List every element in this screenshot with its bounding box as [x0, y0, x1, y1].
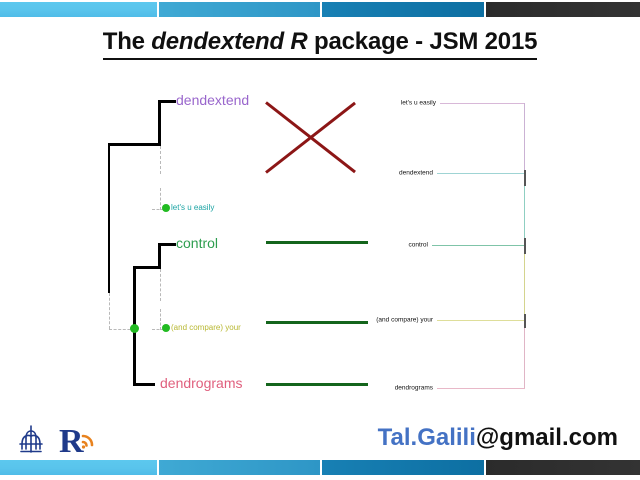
r-logo-with-rss-arc-icon: R — [59, 423, 94, 460]
email-user: Tal.Galili — [377, 424, 476, 451]
left-leaf-label-and-compare-your: (and compare) your — [171, 323, 241, 332]
left-branch-merge-upper — [108, 143, 161, 146]
left-dashed-stub-compare — [152, 329, 164, 330]
right-leaf-label-dendrograms: dendrograms — [394, 384, 433, 392]
left-branch-leaf-control — [158, 243, 176, 246]
top-bar-segment-dark-blue — [322, 2, 486, 17]
connector-straight-compare — [266, 321, 368, 324]
bottom-bar-segment-dark-blue — [322, 460, 486, 475]
left-dashed-drop-control — [160, 269, 161, 301]
left-node-dot-compare — [162, 324, 170, 332]
bottom-accent-bar — [0, 460, 640, 475]
footer-logo-group: R — [8, 418, 118, 460]
left-branch-vertical-upper — [158, 100, 161, 146]
right-branch-leaf-dendextend — [437, 173, 525, 174]
left-leaf-label-lets-u-easily: let's u easily — [171, 203, 215, 212]
right-leaf-label-lets-u-easily: let's u easily — [400, 99, 436, 107]
bottom-bar-segment-medium-blue — [159, 460, 322, 475]
right-branch-leaf-letsu — [440, 103, 525, 104]
top-accent-bar — [0, 2, 640, 17]
right-leaf-label-dendextend: dendextend — [399, 169, 433, 177]
left-dashed-root-link — [109, 329, 135, 330]
right-branch-leaf-dendrograms — [437, 388, 525, 389]
left-dashed-root-drop — [109, 293, 110, 329]
right-branch-leaf-compare — [437, 320, 525, 321]
left-node-dot-letsu — [162, 204, 170, 212]
tel-aviv-university-logo — [14, 422, 48, 461]
left-branch-vertical-control — [158, 243, 161, 269]
connector-straight-dendrograms — [266, 383, 368, 386]
right-leaf-label-control: control — [408, 241, 428, 249]
title-prefix: The — [102, 28, 152, 55]
right-internal-node-upper — [524, 170, 526, 186]
left-dashed-stub-letsu — [152, 209, 164, 210]
left-branch-root-spine — [108, 143, 110, 293]
left-leaf-label-control: control — [176, 235, 219, 251]
left-node-dot-root — [130, 324, 139, 333]
right-internal-node-middle — [524, 238, 526, 254]
tanglegram-figure: dendextend let's u easily control (and c… — [0, 78, 640, 408]
title-suffix: package - JSM 2015 — [307, 28, 538, 55]
right-spine-lower-yellow — [524, 245, 525, 320]
bottom-bar-segment-charcoal — [486, 460, 640, 475]
right-leaf-label-and-compare-your: (and compare) your — [376, 316, 433, 324]
university-emblem-icon — [19, 425, 43, 453]
left-dashed-drop-letsu — [160, 188, 161, 210]
r-bloggers-logo: R — [58, 420, 100, 463]
left-branch-leaf-dendrograms — [133, 383, 155, 386]
svg-text:R: R — [59, 423, 84, 458]
right-branch-leaf-control — [432, 245, 525, 246]
left-leaf-label-dendextend: dendextend — [176, 92, 250, 108]
top-bar-segment-charcoal — [486, 2, 640, 17]
connector-straight-control — [266, 241, 368, 244]
left-dashed-drop-dendextend — [160, 146, 161, 174]
right-internal-node-lower — [524, 314, 526, 328]
left-dashed-drop-compare — [160, 309, 161, 330]
top-bar-segment-light-blue — [0, 2, 159, 17]
left-leaf-label-dendrograms: dendrograms — [160, 375, 243, 391]
right-spine-bottom-pink — [524, 320, 525, 388]
left-branch-merge-control — [133, 266, 161, 269]
rss-dot-icon — [81, 445, 86, 449]
bottom-bar-segment-light-blue — [0, 460, 159, 475]
contact-email: Tal.Galili@gmail.com — [378, 424, 618, 452]
page-title: The dendextend R package - JSM 2015 — [0, 28, 640, 60]
top-bar-segment-medium-blue — [159, 2, 322, 17]
left-branch-leaf-dendextend — [158, 100, 176, 103]
right-spine-upper-pink — [524, 103, 525, 173]
right-spine-mid-teal — [524, 173, 525, 245]
email-domain: @gmail.com — [475, 424, 618, 451]
title-emphasis: dendextend R — [151, 28, 308, 55]
